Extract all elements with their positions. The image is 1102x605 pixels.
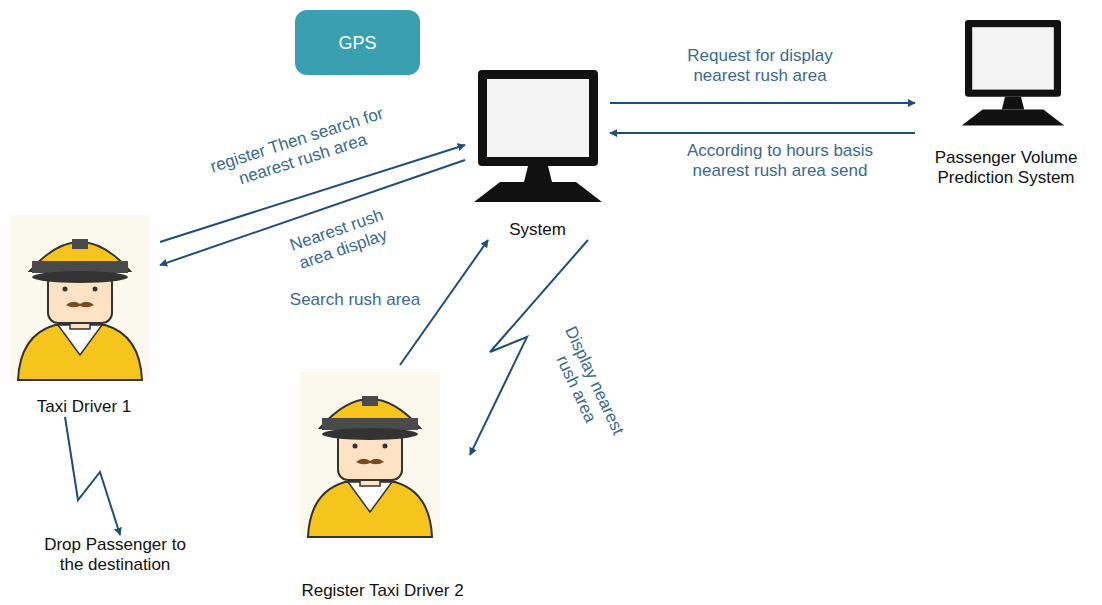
taxi-driver: Taxi Driver 1 [8,212,160,417]
taxi-driver: Register Taxi Driver 2 [295,365,470,601]
edge-label: Request for display nearest rush area [660,46,860,86]
edge-label: Display nearest rush area [542,322,629,448]
gps-box: GPS [295,10,420,75]
node-label: Drop Passenger to the destination [30,535,200,575]
node-label: Taxi Driver 1 [37,397,131,417]
edge-label: Nearest rush area display [277,202,403,279]
edge-label: register Then search for nearest rush ar… [199,101,402,200]
node-label: Register Taxi Driver 2 [301,581,463,601]
node-label: Passenger Volume Prediction System [915,148,1097,188]
destination-note: Drop Passenger to the destination [30,535,200,585]
node-label: System [509,220,566,240]
arrow-connector [65,417,120,535]
computer-node: System [465,65,610,240]
edge-label: According to hours basis nearest rush ar… [665,141,895,181]
edge-label: Search rush area [280,290,430,310]
arrow-connector [610,132,915,134]
computer-node: Passenger Volume Prediction System [915,18,1097,188]
arrow-connector [610,102,915,104]
node-label: GPS [338,33,376,53]
